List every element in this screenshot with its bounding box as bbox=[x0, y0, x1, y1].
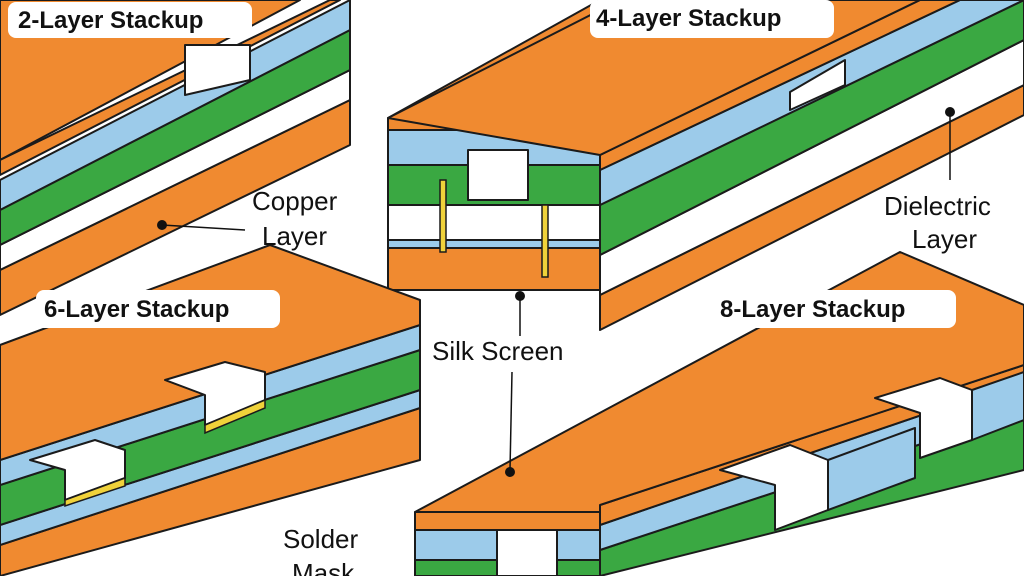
dielectric-label-line2: Layer bbox=[912, 224, 977, 254]
callout-leader-lower bbox=[509, 371, 513, 471]
callout-dot-lower bbox=[505, 467, 515, 477]
title-4-layer: 4-Layer Stackup bbox=[590, 0, 834, 38]
callout-silk-screen: Silk Screen bbox=[432, 291, 564, 477]
title-6-layer: 6-Layer Stackup bbox=[36, 290, 280, 328]
step-blue-lower bbox=[827, 427, 916, 511]
title-2-layer-text: 2-Layer Stackup bbox=[18, 7, 203, 34]
front-bottom-copper bbox=[387, 247, 601, 291]
yellow-pad-lower bbox=[64, 476, 126, 508]
title-8-layer-text: 8-Layer Stackup bbox=[720, 296, 905, 323]
stackup-4-layer bbox=[387, 0, 1024, 331]
top-copper-surface bbox=[0, 0, 301, 161]
via-right bbox=[541, 204, 549, 278]
cutout-window bbox=[184, 44, 251, 96]
dielectric-label-line1: Dielectric bbox=[884, 191, 991, 221]
title-8-layer: 8-Layer Stackup bbox=[712, 290, 956, 328]
callout-solder-mask: Solder Mask bbox=[283, 524, 358, 576]
top-copper-plane bbox=[387, 0, 921, 156]
via-left bbox=[439, 179, 447, 253]
yellow-pad-upper bbox=[204, 398, 266, 435]
callout-copper-layer: Copper Layer bbox=[157, 186, 338, 251]
front-notch bbox=[496, 529, 558, 576]
callout-leader bbox=[161, 224, 246, 231]
step-blue-upper bbox=[971, 371, 1024, 441]
callout-dielectric-layer: Dielectric Layer bbox=[884, 107, 991, 254]
front-white bbox=[387, 204, 601, 241]
copper-label-line1: Copper bbox=[252, 186, 338, 216]
top-copper-surface bbox=[0, 244, 421, 461]
title-2-layer: 2-Layer Stackup bbox=[8, 2, 252, 38]
stackup-2-layer bbox=[0, 0, 351, 316]
stackup-6-layer bbox=[0, 244, 421, 576]
top-cutout bbox=[789, 59, 846, 111]
title-6-layer-text: 6-Layer Stackup bbox=[44, 296, 229, 323]
front-notch bbox=[467, 149, 529, 201]
copper-label-line2: Layer bbox=[262, 221, 327, 251]
solder-label-line2: Mask bbox=[292, 558, 355, 576]
front-top-copper bbox=[414, 511, 601, 531]
solder-label-line1: Solder bbox=[283, 524, 358, 554]
front-blue-lower bbox=[387, 239, 601, 249]
silk-screen-label: Silk Screen bbox=[432, 336, 564, 366]
title-4-layer-text: 4-Layer Stackup bbox=[596, 5, 781, 32]
